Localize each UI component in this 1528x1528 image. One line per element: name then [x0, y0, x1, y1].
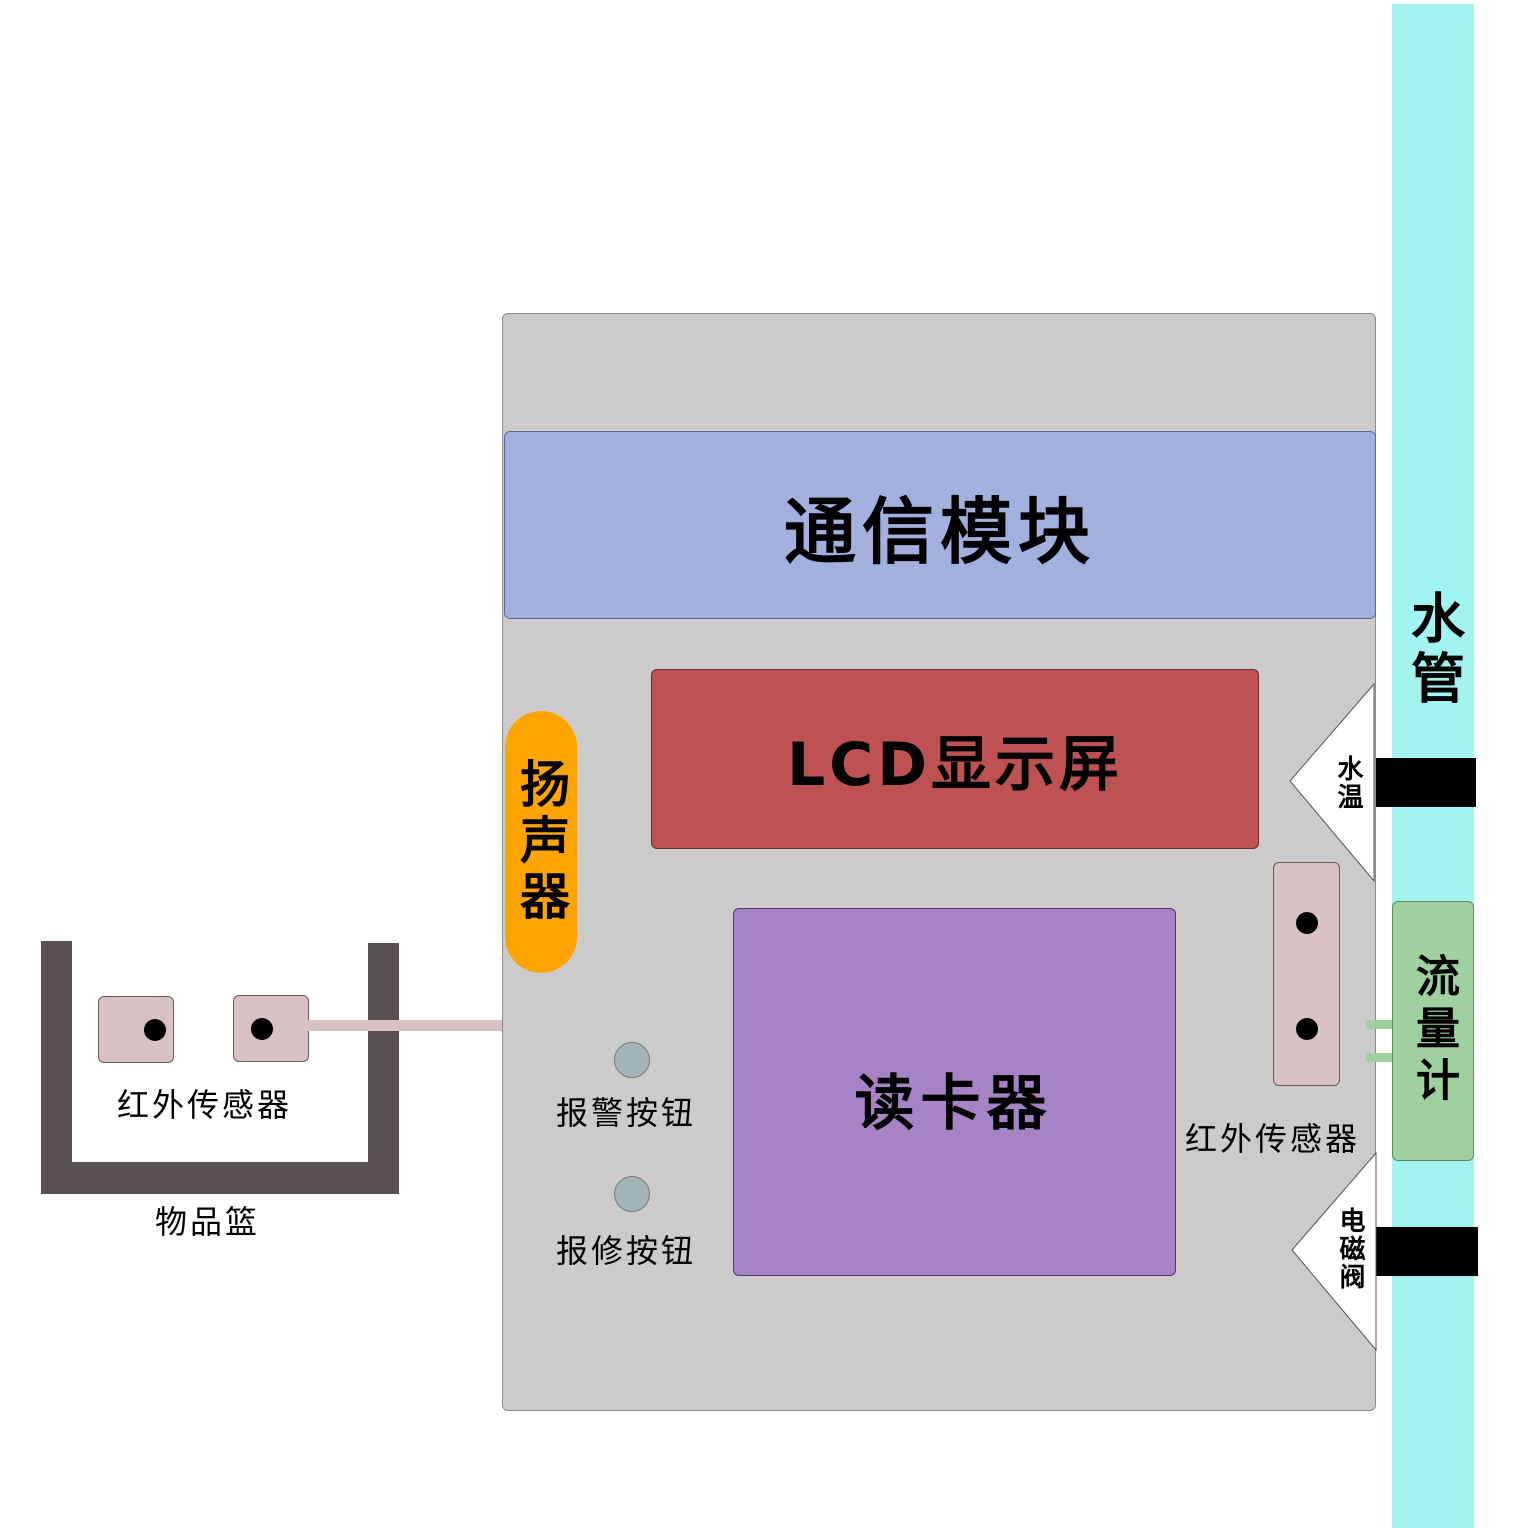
ir-sensor-right	[1273, 862, 1340, 1086]
flow-meter-label: 流量计	[1408, 953, 1459, 1109]
ir-sensor-basket-label: 红外传感器	[117, 1086, 293, 1124]
card-reader-label: 读卡器	[854, 1069, 1053, 1139]
basket-sensor-cable	[308, 1020, 502, 1031]
repair-button[interactable]	[614, 1176, 650, 1212]
communication-module-label: 通信模块	[783, 489, 1096, 574]
solenoid-valve-clamp	[1376, 1227, 1478, 1276]
ir-sensor-right-receiver	[1296, 1018, 1318, 1040]
alarm-button[interactable]	[614, 1042, 650, 1078]
flow-meter-pin-top	[1366, 1020, 1394, 1029]
water-temp-sensor-clamp	[1374, 758, 1476, 807]
speaker-label: 扬声器	[512, 758, 570, 926]
solenoid-valve-label: 电磁阀	[1335, 1207, 1365, 1291]
item-basket-label: 物品篮	[155, 1203, 261, 1241]
card-reader	[733, 908, 1176, 1276]
water-pipe-label: 水管	[1401, 590, 1465, 710]
water-temp-label: 水温	[1333, 755, 1363, 811]
flow-meter: 流量计	[1392, 901, 1474, 1161]
ir-sensor-right-emitter	[1296, 912, 1318, 934]
lcd-display: LCD显示屏	[651, 669, 1259, 849]
ir-sensor-basket-right-dot	[251, 1018, 273, 1040]
lcd-display-label: LCD显示屏	[786, 729, 1124, 800]
basket-wall-right	[368, 943, 399, 1194]
ir-sensor-right-label: 红外传感器	[1185, 1120, 1361, 1158]
alarm-button-label: 报警按钮	[556, 1094, 697, 1132]
repair-button-label: 报修按钮	[556, 1232, 697, 1270]
speaker: 扬声器	[505, 711, 577, 973]
water-temp-sensor-shape	[1289, 683, 1375, 883]
solenoid-valve-shape	[1291, 1152, 1377, 1352]
basket-wall-left	[41, 941, 72, 1194]
ir-sensor-basket-left-dot	[144, 1019, 166, 1041]
flow-meter-pin-bottom	[1366, 1053, 1394, 1062]
basket-bottom	[41, 1162, 399, 1194]
water-pipe-label-wrap: 水管	[1392, 590, 1474, 710]
communication-module: 通信模块	[504, 431, 1376, 619]
